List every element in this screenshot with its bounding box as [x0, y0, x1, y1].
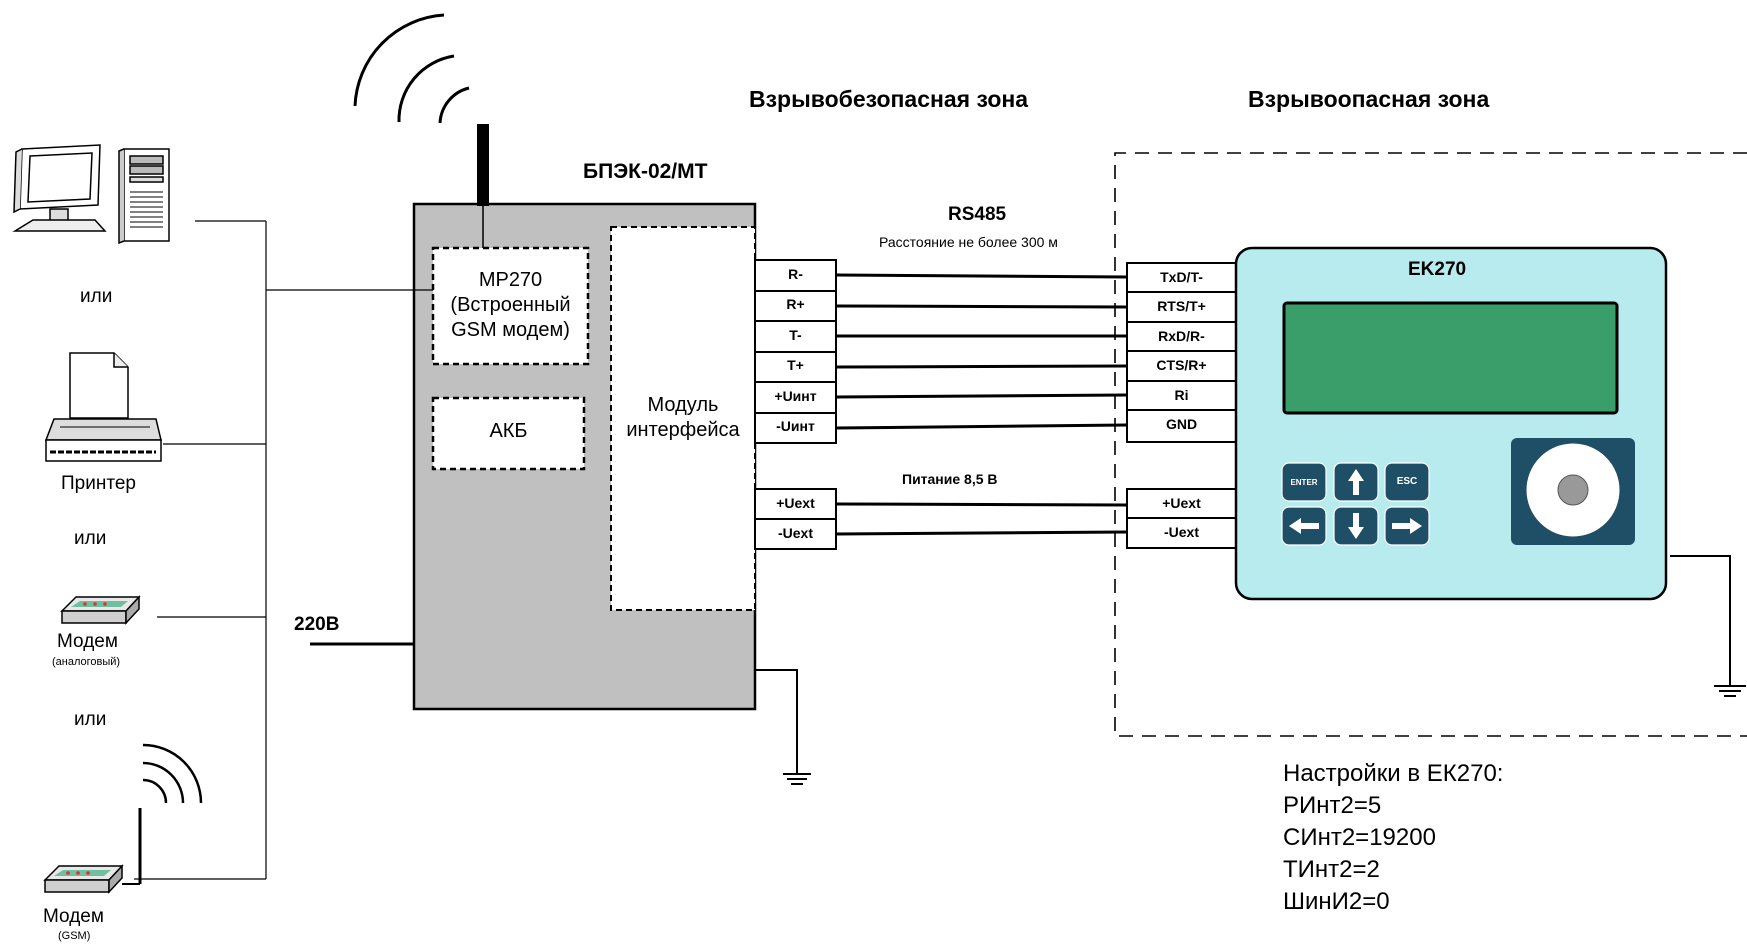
or-label-2: или — [74, 528, 107, 549]
interface-module — [610, 226, 756, 611]
esc-key-label: ESC — [1396, 476, 1418, 487]
analog-modem-label: Модем — [57, 631, 118, 652]
ek270-display — [1282, 301, 1619, 415]
battery-label: АКБ — [489, 420, 528, 442]
gsm-modem-label: Модем — [43, 906, 104, 927]
ek270-ground-icon — [1670, 555, 1746, 697]
terminal-left-u-int-plus: +Uинт — [774, 388, 817, 404]
ek270-keypad — [1281, 462, 1430, 546]
terminal-left-u-int-minus: -Uинт — [776, 418, 815, 434]
gsm-modem-module — [431, 246, 590, 366]
computer-icon — [12, 144, 170, 245]
esc-key[interactable] — [1384, 462, 1430, 502]
power-left-terminals — [754, 488, 837, 550]
or-label-1: или — [80, 286, 113, 307]
rs485-wires — [835, 273, 1128, 430]
settings-line: СИнт2=19200 — [1283, 824, 1436, 851]
right-arrow-icon — [1392, 518, 1422, 534]
gsm-modem-icon — [43, 808, 142, 894]
enter-key-label: ENTER — [1290, 478, 1318, 487]
power-wires — [835, 502, 1128, 536]
ek270-settings: Настройки в ЕК270: РИнт2=5 СИнт2=19200 Т… — [1283, 758, 1503, 918]
hazard-zone-title: Взрывоопасная зона — [1248, 86, 1490, 112]
printer-icon — [44, 352, 162, 462]
left-arrow-icon — [1289, 518, 1319, 534]
terminal-right-uext-plus: +Uext — [1162, 495, 1201, 511]
safe-zone-title: Взрывобезопасная зона — [749, 86, 1029, 112]
terminal-left-uext-plus: +Uext — [776, 495, 815, 511]
printer-label: Принтер — [61, 473, 136, 494]
device-bus — [134, 220, 433, 880]
terminal-left-t-plus: T+ — [787, 357, 804, 373]
rs485-distance-note: Расстояние не более 300 м — [879, 234, 1058, 250]
terminal-right-uext-minus: -Uext — [1163, 524, 1199, 540]
terminal-right-txd: TxD/T- — [1160, 269, 1203, 285]
terminal-left-r-plus: R+ — [786, 296, 805, 312]
terminal-right-gnd: GND — [1165, 416, 1198, 432]
gsm-modem-label: МР270 (Встроенный GSM модем) — [450, 269, 571, 341]
ek270-title: EK270 — [1408, 259, 1467, 280]
terminal-right-cts: CTS/R+ — [1156, 357, 1207, 373]
interface-module-label: Модуль интерфейса — [626, 394, 740, 441]
settings-line: РИнт2=5 — [1283, 792, 1382, 819]
settings-line: ТИнт2=2 — [1283, 856, 1380, 883]
settings-title: Настройки в ЕК270: — [1283, 760, 1504, 787]
antenna-signal-icon — [353, 13, 470, 124]
enter-key[interactable] — [1281, 462, 1327, 502]
power-input-label: 220В — [294, 614, 340, 635]
ek270-device — [1234, 246, 1668, 601]
analog-modem-note: (аналоговый) — [52, 656, 121, 668]
gsm-signal-icon — [142, 743, 203, 804]
terminal-left-t-minus: T- — [789, 327, 802, 343]
terminal-right-rxd: RxD/R- — [1158, 328, 1205, 344]
analog-modem-icon — [60, 595, 141, 625]
down-arrow-icon — [1348, 513, 1364, 539]
antenna — [477, 124, 489, 206]
rs485-title: RS485 — [948, 204, 1007, 225]
hazard-zone-frame — [1114, 152, 1747, 737]
battery-module — [431, 396, 586, 471]
terminal-right-rts: RTS/T+ — [1157, 298, 1206, 314]
power-title: Питание 8,5 В — [902, 471, 998, 487]
settings-line: ШинИ2=0 — [1283, 888, 1390, 915]
bpek-ground-icon — [755, 669, 811, 785]
or-label-3: или — [74, 709, 107, 730]
terminal-right-ri: Ri — [1174, 387, 1189, 403]
terminal-left-uext-minus: -Uext — [777, 525, 813, 541]
gsm-modem-note: (GSM) — [58, 930, 91, 942]
rs485-left-terminals — [754, 259, 837, 444]
up-arrow-icon — [1348, 469, 1364, 495]
knob-center — [1557, 474, 1589, 506]
terminal-left-r-minus: R- — [788, 266, 803, 282]
bpek-title: БПЭК-02/МТ — [583, 160, 708, 183]
